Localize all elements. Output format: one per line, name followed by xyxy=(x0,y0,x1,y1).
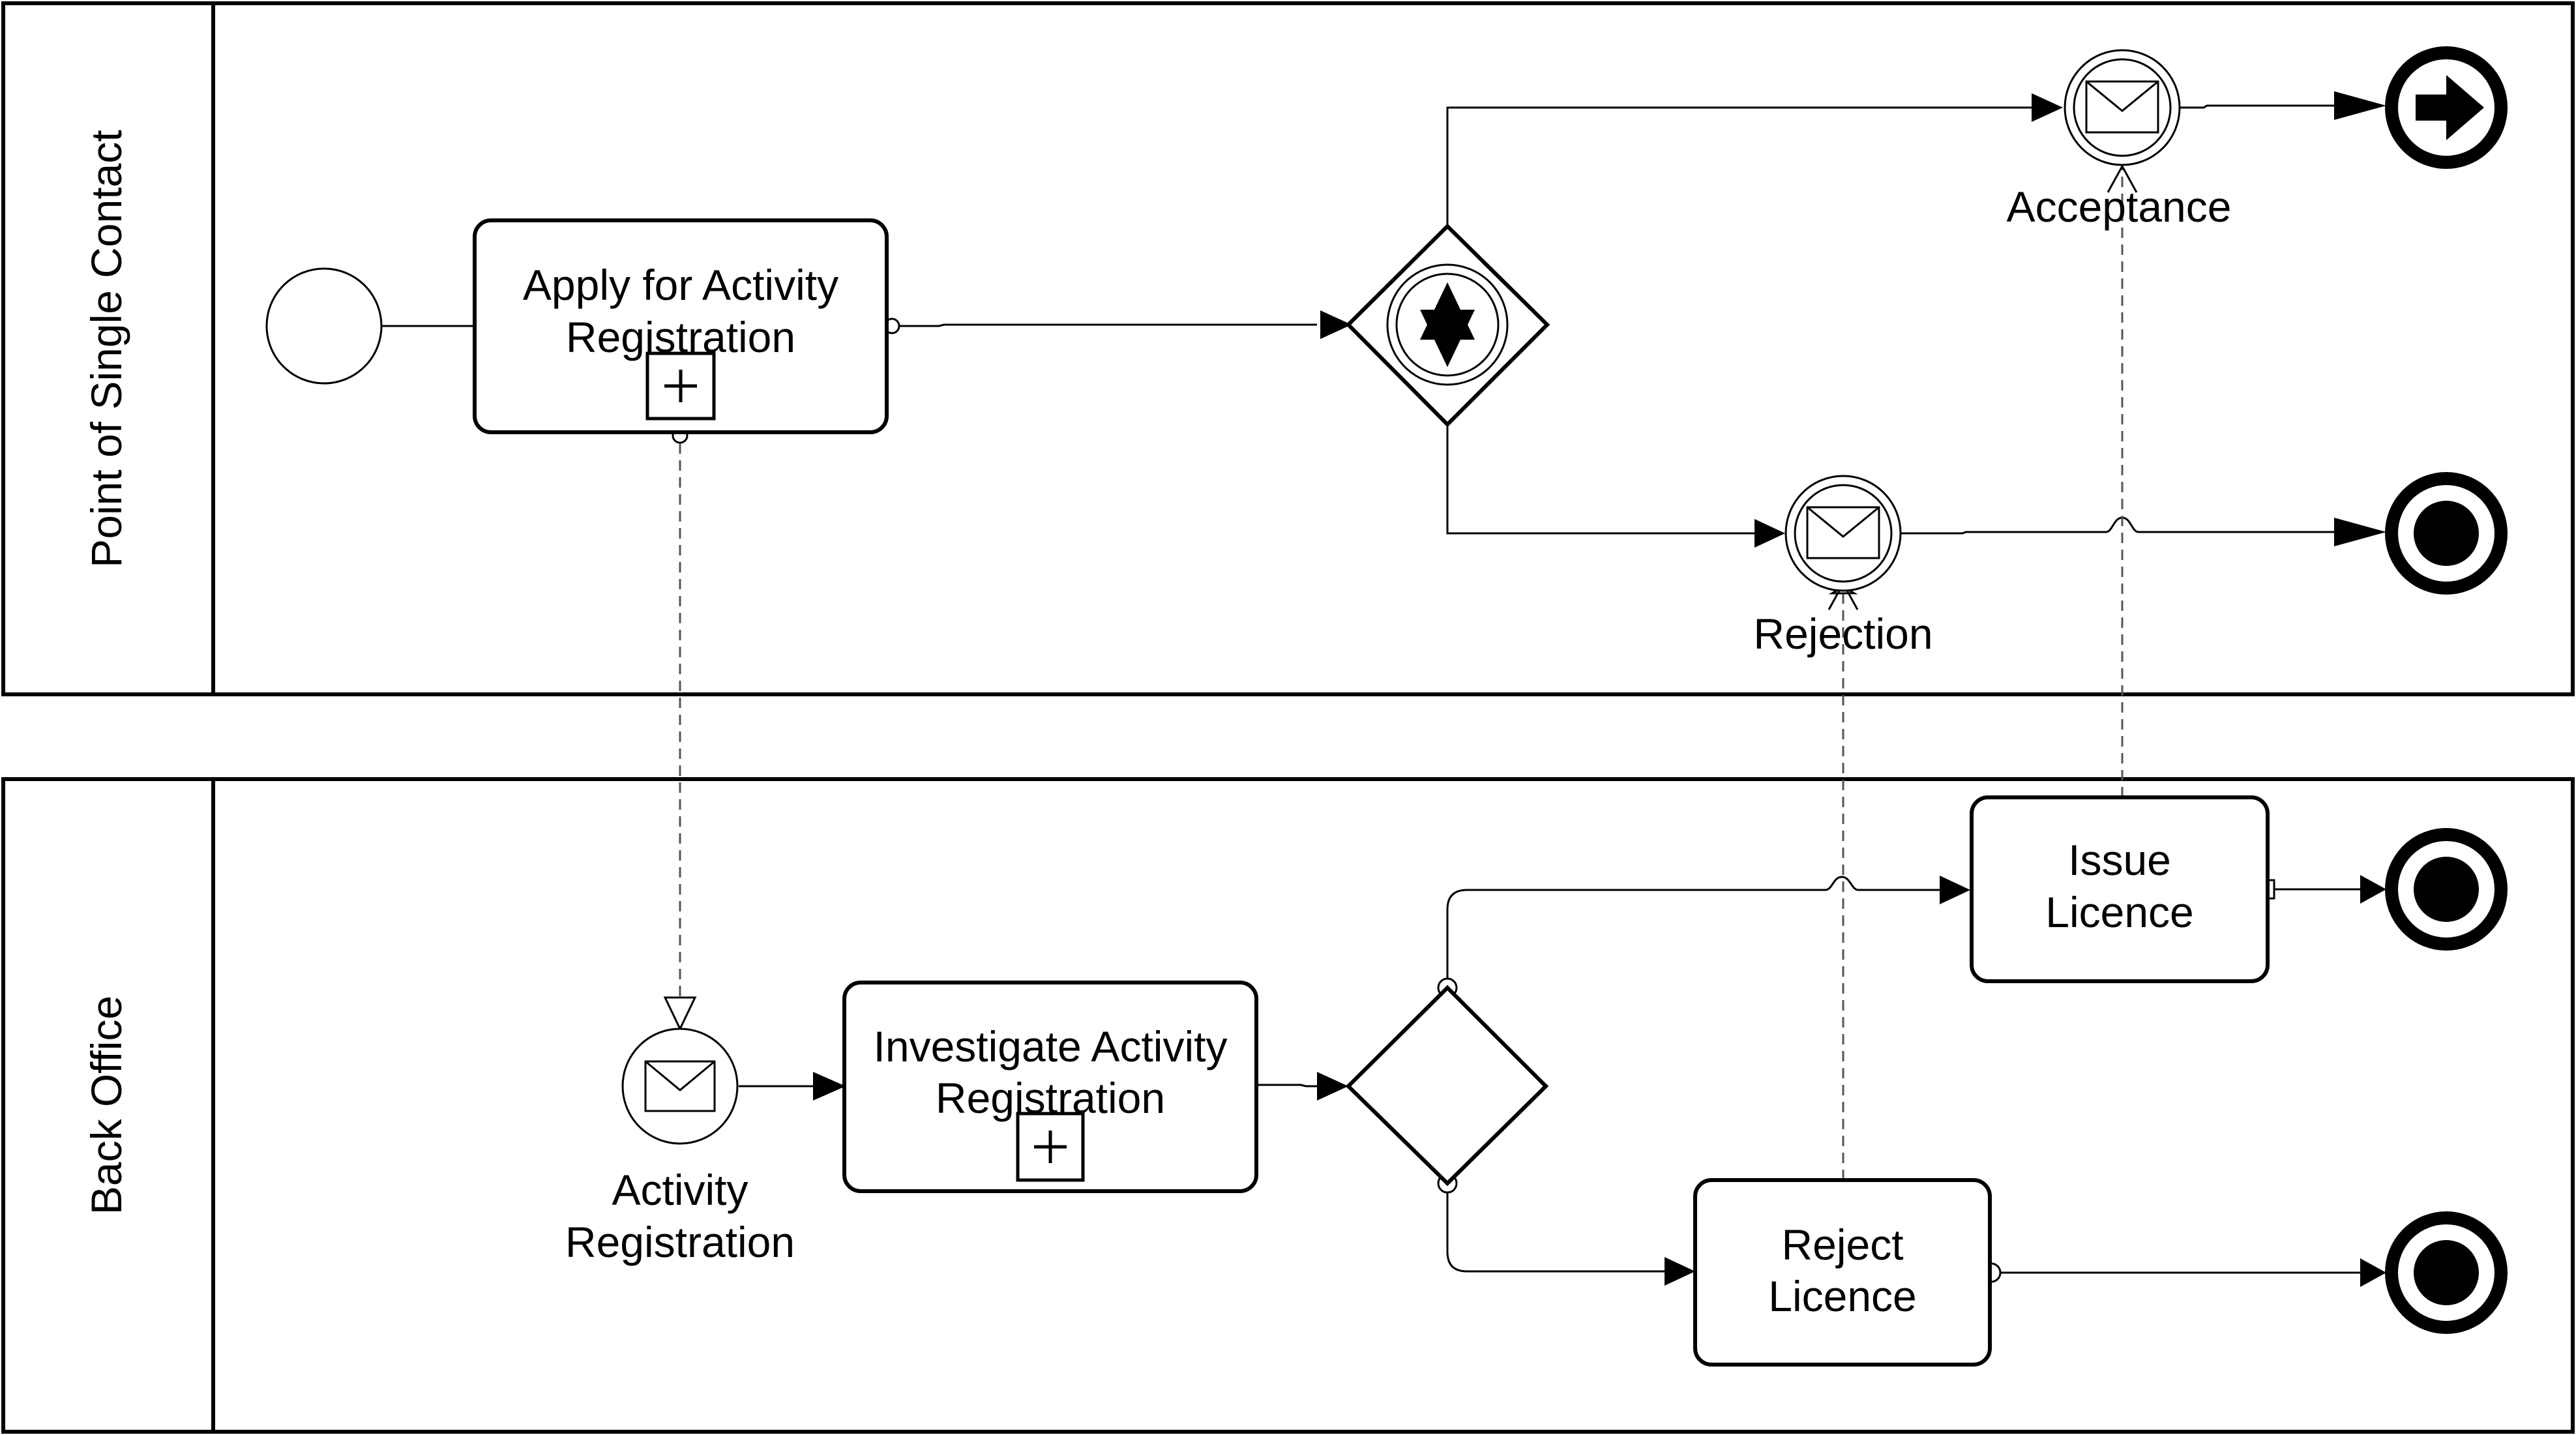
envelope-icon xyxy=(2085,80,2159,134)
task-label-line-2: Licence xyxy=(1768,1272,1917,1320)
pool-label-back-office: Back Office xyxy=(82,996,130,1215)
start-event[interactable] xyxy=(265,267,383,385)
pool-back-office: Back Office xyxy=(1,777,2575,1434)
end-event-terminate-reject[interactable] xyxy=(2385,1211,2508,1334)
task-investigate-activity-registration[interactable]: Investigate Activity Registration xyxy=(842,981,1258,1193)
activity-registration-event[interactable] xyxy=(621,1028,739,1145)
plus-icon[interactable] xyxy=(1016,1112,1085,1182)
activity-registration-label-1: Activity xyxy=(612,1166,748,1214)
task-label-line-1: Apply for Activity xyxy=(523,261,838,309)
arrow-right-icon xyxy=(2416,75,2484,140)
task-label-line-2: Licence xyxy=(2045,888,2194,936)
pool-label-psc: Point of Single Contact xyxy=(82,130,130,567)
task-label-line-1: Investigate Activity xyxy=(874,1022,1228,1071)
task-reject-licence[interactable]: Reject Licence xyxy=(1693,1178,1992,1367)
task-issue-licence[interactable]: Issue Licence xyxy=(1970,795,2270,983)
end-event-terminate-issue[interactable] xyxy=(2385,828,2508,951)
activity-registration-label-2: Registration xyxy=(565,1218,795,1266)
task-label-line-1: Issue xyxy=(2068,836,2171,884)
exclusive-gateway[interactable] xyxy=(1345,984,1549,1187)
acceptance-label: Acceptance xyxy=(2007,183,2232,231)
acceptance-event[interactable] xyxy=(2064,49,2181,166)
task-apply-for-activity-registration[interactable]: Apply for Activity Registration xyxy=(473,218,889,434)
rejection-event[interactable] xyxy=(1784,475,1902,592)
envelope-icon xyxy=(1806,506,1880,559)
star-icon xyxy=(1420,282,1475,367)
rejection-label: Rejection xyxy=(1753,610,1932,658)
event-based-gateway[interactable] xyxy=(1345,223,1550,428)
task-label-line-1: Reject xyxy=(1781,1220,1903,1269)
end-event-signal[interactable] xyxy=(2385,46,2508,169)
plus-icon[interactable] xyxy=(645,351,716,421)
envelope-icon xyxy=(644,1060,716,1112)
end-event-terminate-rejection[interactable] xyxy=(2385,472,2508,595)
